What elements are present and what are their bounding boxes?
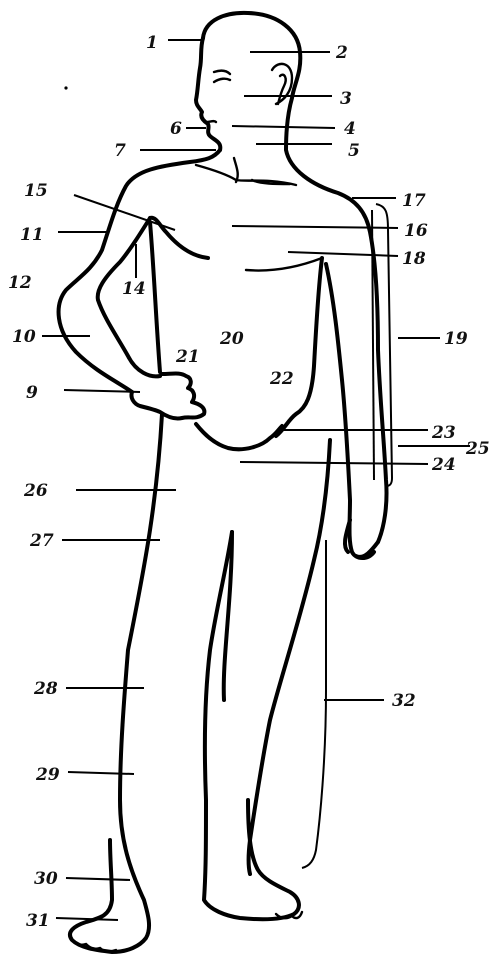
label-14: 14 xyxy=(122,279,146,299)
leader-29 xyxy=(68,772,134,774)
leader-24 xyxy=(240,462,428,464)
label-26: 26 xyxy=(23,481,48,501)
ear xyxy=(272,64,292,104)
label-30: 30 xyxy=(34,869,58,889)
label-18: 18 xyxy=(402,249,426,269)
torso-right-side xyxy=(276,258,322,436)
hand-on-hip xyxy=(131,374,204,419)
leader-30 xyxy=(66,878,130,880)
label-16: 16 xyxy=(404,221,428,241)
chest-line xyxy=(246,258,322,271)
label-22: 22 xyxy=(269,369,294,389)
label-24: 24 xyxy=(431,455,456,475)
leader-lines xyxy=(42,40,470,920)
label-21: 21 xyxy=(175,347,200,367)
left-leg-outer xyxy=(70,414,162,952)
forehead-outline xyxy=(196,38,220,150)
collarbone xyxy=(196,158,296,185)
leader-18 xyxy=(288,252,398,256)
figure-outline xyxy=(59,13,387,952)
leader-4 xyxy=(232,126,335,128)
labels: 1 2 3 4 5 6 7 9 10 11 12 14 15 16 17 18 … xyxy=(8,33,490,931)
label-23: 23 xyxy=(431,423,456,443)
label-32: 32 xyxy=(392,691,416,711)
label-6: 6 xyxy=(170,119,182,139)
lower-abdomen xyxy=(196,424,282,449)
label-10: 10 xyxy=(12,327,36,347)
label-5: 5 xyxy=(348,141,360,161)
leader-31 xyxy=(56,918,118,920)
ink-dot xyxy=(64,86,67,89)
right-leg-outer xyxy=(249,440,331,874)
label-1: 1 xyxy=(146,33,158,53)
label-3: 3 xyxy=(340,89,352,109)
label-12: 12 xyxy=(8,273,32,293)
left-leg-inner xyxy=(204,532,299,919)
eye xyxy=(214,71,230,82)
label-11: 11 xyxy=(20,225,44,245)
label-17: 17 xyxy=(402,191,426,211)
label-29: 29 xyxy=(35,765,60,785)
label-31: 31 xyxy=(26,911,50,931)
label-7: 7 xyxy=(114,141,126,161)
right-arm-inner xyxy=(326,264,374,558)
torso-left-side xyxy=(150,222,160,372)
label-25: 25 xyxy=(465,439,490,459)
label-9: 9 xyxy=(26,383,38,403)
label-20: 20 xyxy=(219,329,244,349)
label-28: 28 xyxy=(33,679,58,699)
mouth xyxy=(206,121,216,122)
label-19: 19 xyxy=(444,329,468,349)
label-2: 2 xyxy=(335,43,348,63)
leader-15 xyxy=(74,195,175,230)
label-4: 4 xyxy=(344,119,356,139)
label-15: 15 xyxy=(24,181,48,201)
label-27: 27 xyxy=(29,531,54,551)
